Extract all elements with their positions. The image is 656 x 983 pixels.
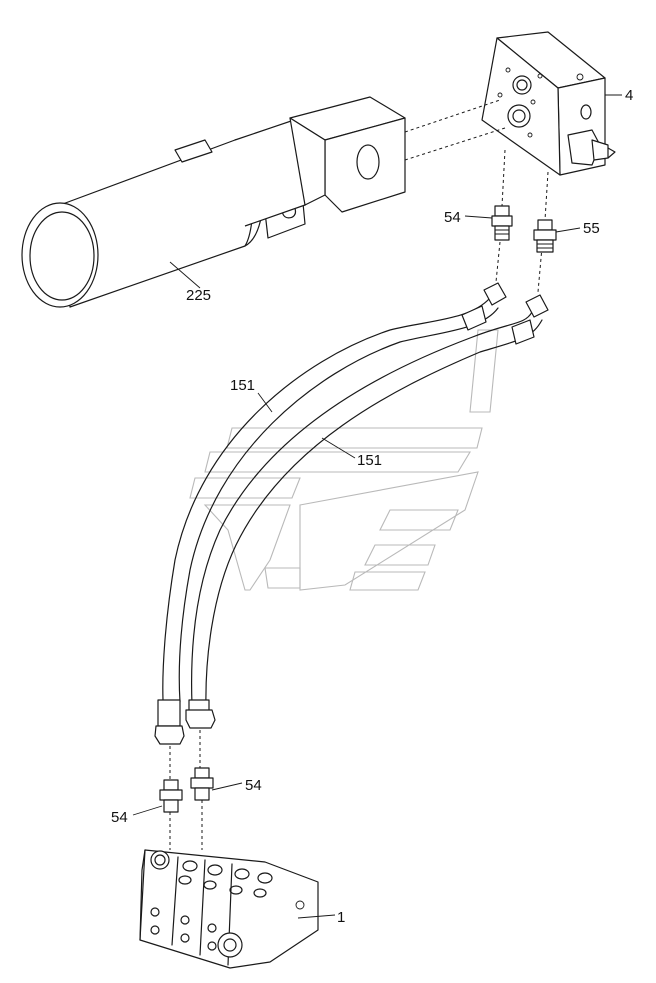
callout-55-label: 55 (583, 220, 600, 237)
control-valve-bank (139, 849, 319, 969)
fitting-54-lower-left (159, 779, 183, 813)
callout-225: 225 (169, 261, 211, 304)
callout-1: 1 (297, 909, 345, 926)
fitting-55-upper (533, 219, 557, 253)
callout-151-right-label: 151 (357, 452, 382, 469)
fitting-54-lower-right (190, 767, 214, 801)
hydraulic-cylinder (21, 96, 406, 308)
callout-54-upper: 54 (444, 209, 493, 226)
assembly-guide-lines-bottom (169, 730, 203, 850)
valve-block (481, 31, 616, 176)
callout-54-lower-left: 54 (111, 805, 163, 826)
callout-54-lower-right: 54 (211, 777, 262, 794)
hose-assembly (154, 282, 549, 745)
callout-4-label: 4 (625, 87, 633, 104)
assembly-guide-lines-top (404, 99, 549, 293)
callout-4: 4 (605, 87, 633, 104)
callout-55: 55 (555, 220, 600, 237)
watermark-logo (189, 329, 499, 591)
callout-1-label: 1 (337, 909, 345, 926)
fitting-54-upper (491, 205, 513, 241)
callout-54-lower-left-label: 54 (111, 809, 128, 826)
callout-151-left-label: 151 (230, 377, 255, 394)
callout-54-lower-right-label: 54 (245, 777, 262, 794)
callout-54-upper-label: 54 (444, 209, 461, 226)
callout-225-label: 225 (186, 287, 211, 304)
callout-151-left: 151 (230, 377, 273, 413)
callout-151-right: 151 (321, 437, 382, 469)
